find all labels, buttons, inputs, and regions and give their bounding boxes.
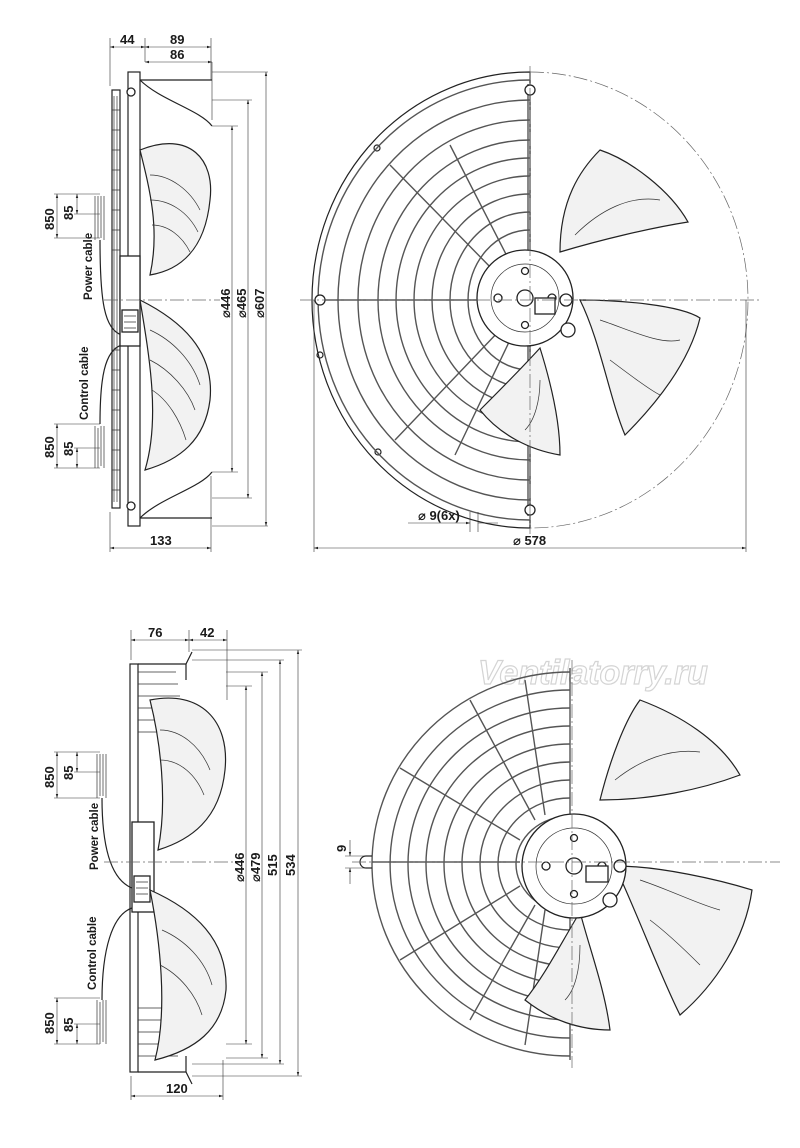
- bottom-front-view: 9: [334, 660, 780, 1068]
- top-front-blade-1: [559, 149, 689, 253]
- top-control-cable-length: 850: [42, 436, 57, 458]
- top-dim-607: ⌀607: [252, 288, 267, 318]
- top-control-cable-label: Control cable: [79, 347, 91, 420]
- top-side-blade-2: [139, 298, 212, 471]
- watermark-text: Ventilatorry.ru: [478, 654, 708, 692]
- bottom-front-blade-2: [614, 865, 753, 1016]
- bottom-front-blade-3: [524, 910, 611, 1031]
- top-dim-465: ⌀465: [234, 288, 249, 318]
- top-front-nameplate: [534, 297, 556, 315]
- bottom-dim-515: 515: [265, 854, 280, 876]
- top-grille-ribs: [112, 109, 120, 491]
- bottom-dim-slot-9: 9: [334, 845, 349, 852]
- bottom-control-cable-label: Control cable: [87, 917, 99, 990]
- top-front-view: ⌀ 9(6x) ⌀ 578: [300, 66, 760, 552]
- bottom-control-cable-length: 850: [42, 1012, 57, 1034]
- bottom-power-cable-strip: 85: [61, 766, 76, 780]
- top-dim-86: 86: [170, 47, 184, 62]
- bottom-front-blade-1: [599, 699, 741, 801]
- top-dim-44: 44: [120, 32, 135, 47]
- top-front-blade-3: [479, 346, 561, 456]
- top-side-view: Power cable Control cable 850 85 850 85: [42, 32, 268, 552]
- bottom-side-blade-2: [149, 888, 227, 1061]
- bottom-dim-479: ⌀479: [248, 852, 263, 882]
- top-control-cable-strip: 85: [61, 442, 76, 456]
- top-dim-89: 89: [170, 32, 184, 47]
- top-power-cable-length: 850: [42, 208, 57, 230]
- bottom-dim-42: 42: [200, 625, 214, 640]
- bottom-dim-446: ⌀446: [232, 852, 247, 882]
- top-front-blade-2: [579, 299, 701, 437]
- top-dim-578: ⌀ 578: [513, 533, 546, 548]
- top-dim-446: ⌀446: [218, 288, 233, 318]
- bottom-side-blade-1: [149, 697, 227, 851]
- top-power-cable-label: Power cable: [83, 233, 95, 300]
- bottom-side-view: Power cable Control cable 850 85 850 85: [42, 625, 302, 1100]
- bottom-dim-534: 534: [283, 854, 298, 876]
- bottom-front-nameplate: [585, 865, 609, 883]
- top-power-cable-strip: 85: [61, 206, 76, 220]
- bottom-dim-120: 120: [166, 1081, 188, 1096]
- bottom-control-cable-strip: 85: [61, 1018, 76, 1032]
- bottom-power-cable-label: Power cable: [89, 803, 101, 870]
- bottom-dim-76: 76: [148, 625, 162, 640]
- bottom-power-cable-length: 850: [42, 766, 57, 788]
- top-dim-133: 133: [150, 533, 172, 548]
- top-dim-hole-diameter: ⌀ 9(6x): [418, 508, 460, 523]
- top-side-blade-1: [139, 143, 212, 276]
